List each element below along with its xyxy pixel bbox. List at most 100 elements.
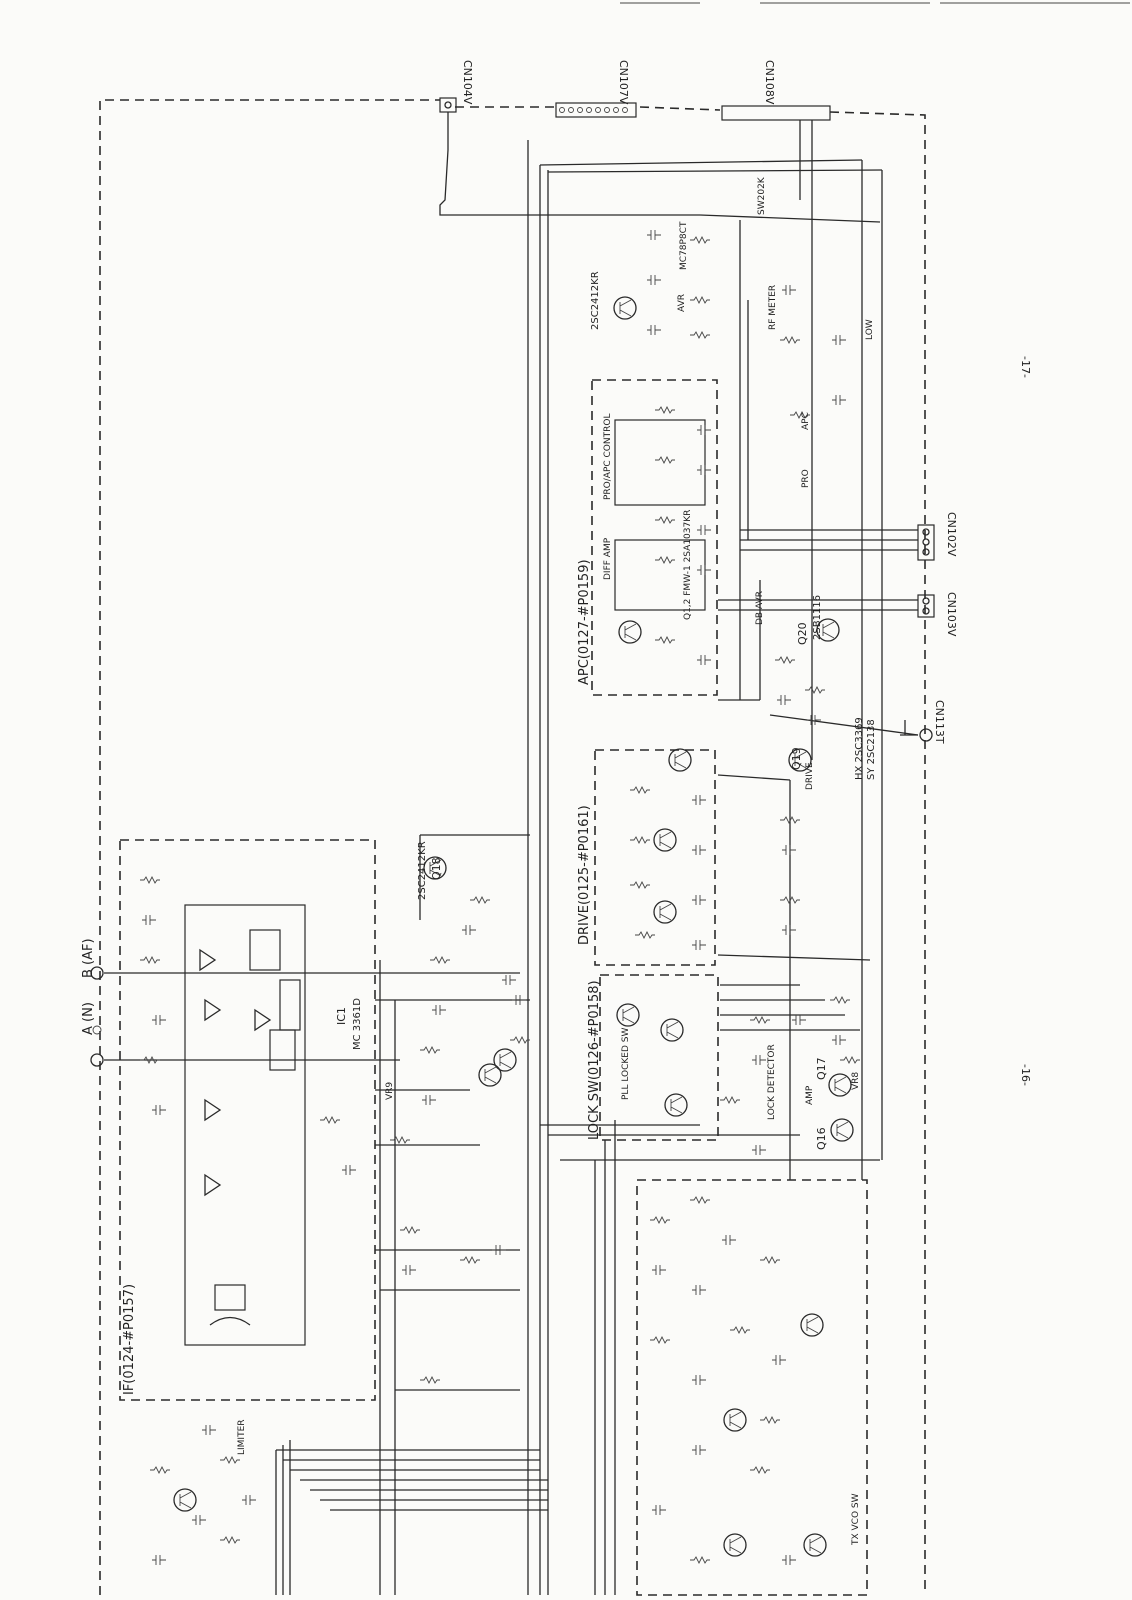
cn108-connector bbox=[721, 105, 831, 121]
q1-2-part-label: Q1,2 FMW-1 2SA1037KR bbox=[683, 510, 693, 620]
cn104-connector bbox=[439, 97, 470, 216]
apc-label: APC bbox=[801, 412, 811, 430]
lock-detector-label: LOCK DETECTOR bbox=[767, 1044, 777, 1120]
capacitor-symbol bbox=[502, 975, 516, 985]
ic1-part-label: MC 3361D bbox=[352, 998, 363, 1050]
transistor-symbol bbox=[493, 1048, 517, 1072]
resistor-symbol bbox=[420, 1375, 440, 1385]
resistor-symbol bbox=[320, 1115, 340, 1125]
capacitor-symbol bbox=[807, 715, 821, 725]
vco-module-box bbox=[636, 1179, 868, 1596]
resistor-symbol bbox=[690, 295, 710, 305]
q20-label: Q20 bbox=[796, 622, 809, 645]
page-number-right: -17- bbox=[1019, 356, 1032, 378]
transistor-symbol bbox=[803, 1533, 827, 1557]
resistor-symbol bbox=[760, 1415, 780, 1425]
resistor-symbol bbox=[510, 1035, 530, 1045]
resistor-symbol bbox=[780, 815, 800, 825]
capacitor-symbol bbox=[692, 1375, 706, 1385]
resistor-symbol bbox=[655, 635, 675, 645]
resistor-symbol bbox=[690, 1555, 710, 1565]
resistor-symbol bbox=[655, 555, 675, 565]
horizontal-wires bbox=[104, 159, 919, 1511]
resistor-symbol bbox=[635, 930, 655, 940]
transistor-symbol bbox=[653, 900, 677, 924]
capacitor-symbol bbox=[202, 1425, 216, 1435]
resistor-symbol bbox=[470, 895, 490, 905]
capacitor-symbol bbox=[697, 565, 711, 575]
capacitor-symbol bbox=[692, 795, 706, 805]
transistor-symbol bbox=[653, 828, 677, 852]
transistor-symbol bbox=[828, 1073, 852, 1097]
capacitor-symbol bbox=[342, 1165, 356, 1175]
pll-locked-sw-label: PLL LOCKED SW bbox=[621, 1028, 631, 1100]
capacitor-symbol bbox=[692, 940, 706, 950]
cn107-label: CN107V bbox=[617, 60, 630, 105]
q17-label: Q17 bbox=[815, 1057, 828, 1080]
cn103-connector bbox=[917, 594, 935, 618]
resistor-symbol bbox=[140, 1055, 160, 1065]
transistor-symbol bbox=[800, 1313, 824, 1337]
lock-sw-module-label: LOCK SW(0126-#P0158) bbox=[587, 980, 602, 1140]
resistor-symbol bbox=[690, 235, 710, 245]
resistor-symbol bbox=[220, 1535, 240, 1545]
terminal-a bbox=[90, 1025, 104, 1067]
q19-label: Q19 bbox=[790, 747, 803, 770]
passive-components bbox=[140, 230, 860, 1565]
tx-vco-sw-label: TX VCO SW bbox=[851, 1493, 861, 1546]
apc-module-box bbox=[591, 379, 718, 696]
capacitor-symbol bbox=[692, 1285, 706, 1295]
db-avr-label: DB AVR bbox=[755, 591, 765, 625]
capacitor-symbol bbox=[782, 1555, 796, 1565]
q9-part-label: 2SC2412KR bbox=[590, 271, 601, 330]
capacitor-symbol bbox=[422, 1095, 436, 1105]
capacitor-symbol bbox=[777, 695, 791, 705]
capacitor-symbol bbox=[492, 1245, 506, 1255]
pro-apc-control-label: PRO/APC CONTROL bbox=[603, 414, 613, 500]
cn107-connector bbox=[555, 102, 637, 118]
drive-module-label: DRIVE(0125-#P0161) bbox=[577, 805, 592, 945]
capacitor-symbol bbox=[152, 1105, 166, 1115]
transistor-symbol bbox=[723, 1408, 747, 1432]
q18-part-label: 2SC2412KR bbox=[417, 841, 428, 900]
transistor-symbol bbox=[616, 1003, 640, 1027]
drive-block-label: DRIVE bbox=[805, 762, 815, 790]
capacitor-symbol bbox=[692, 845, 706, 855]
vr8-label: VR8 bbox=[851, 1072, 861, 1090]
if-module-label: IF(0124-#P0157) bbox=[122, 1284, 137, 1395]
vr9-label: VR9 bbox=[385, 1082, 395, 1100]
page-number-left: -16- bbox=[1019, 1064, 1032, 1086]
capacitor-symbol bbox=[832, 395, 846, 405]
transistor-symbol bbox=[613, 296, 637, 320]
diff-amp-label: DIFF AMP bbox=[603, 537, 613, 580]
drive-module-box bbox=[594, 749, 716, 966]
resistor-symbol bbox=[420, 1045, 440, 1055]
capacitor-symbol bbox=[462, 925, 476, 935]
pro-label: PRO bbox=[801, 469, 811, 488]
q19-hx-label: HX 2SC3369 bbox=[854, 717, 865, 780]
transistor-symbol bbox=[816, 618, 840, 642]
capacitor-symbol bbox=[647, 230, 661, 240]
capacitor-symbol bbox=[152, 1555, 166, 1565]
resistor-symbol bbox=[400, 1225, 420, 1235]
resistor-symbol bbox=[220, 1455, 240, 1465]
resistor-symbol bbox=[630, 880, 650, 890]
limiter-label: LIMITER bbox=[237, 1419, 247, 1455]
transistor-symbol bbox=[660, 1018, 684, 1042]
capacitor-symbol bbox=[782, 285, 796, 295]
capacitor-symbol bbox=[782, 925, 796, 935]
resistor-symbol bbox=[630, 835, 650, 845]
resistor-symbol bbox=[140, 955, 160, 965]
resistor-symbol bbox=[650, 1335, 670, 1345]
resistor-symbol bbox=[780, 335, 800, 345]
avr-ic-part-label: MC78P8CT bbox=[679, 221, 689, 270]
transistor-symbols bbox=[173, 296, 854, 1557]
transistor-symbol bbox=[664, 1093, 688, 1117]
cn113-label: CN113T bbox=[933, 700, 946, 744]
capacitor-symbol bbox=[792, 1015, 806, 1025]
capacitor-symbol bbox=[192, 1515, 206, 1525]
capacitor-symbol bbox=[832, 335, 846, 345]
cn108-label: CN108V bbox=[763, 60, 776, 105]
capacitor-symbol bbox=[647, 325, 661, 335]
capacitor-symbol bbox=[692, 895, 706, 905]
